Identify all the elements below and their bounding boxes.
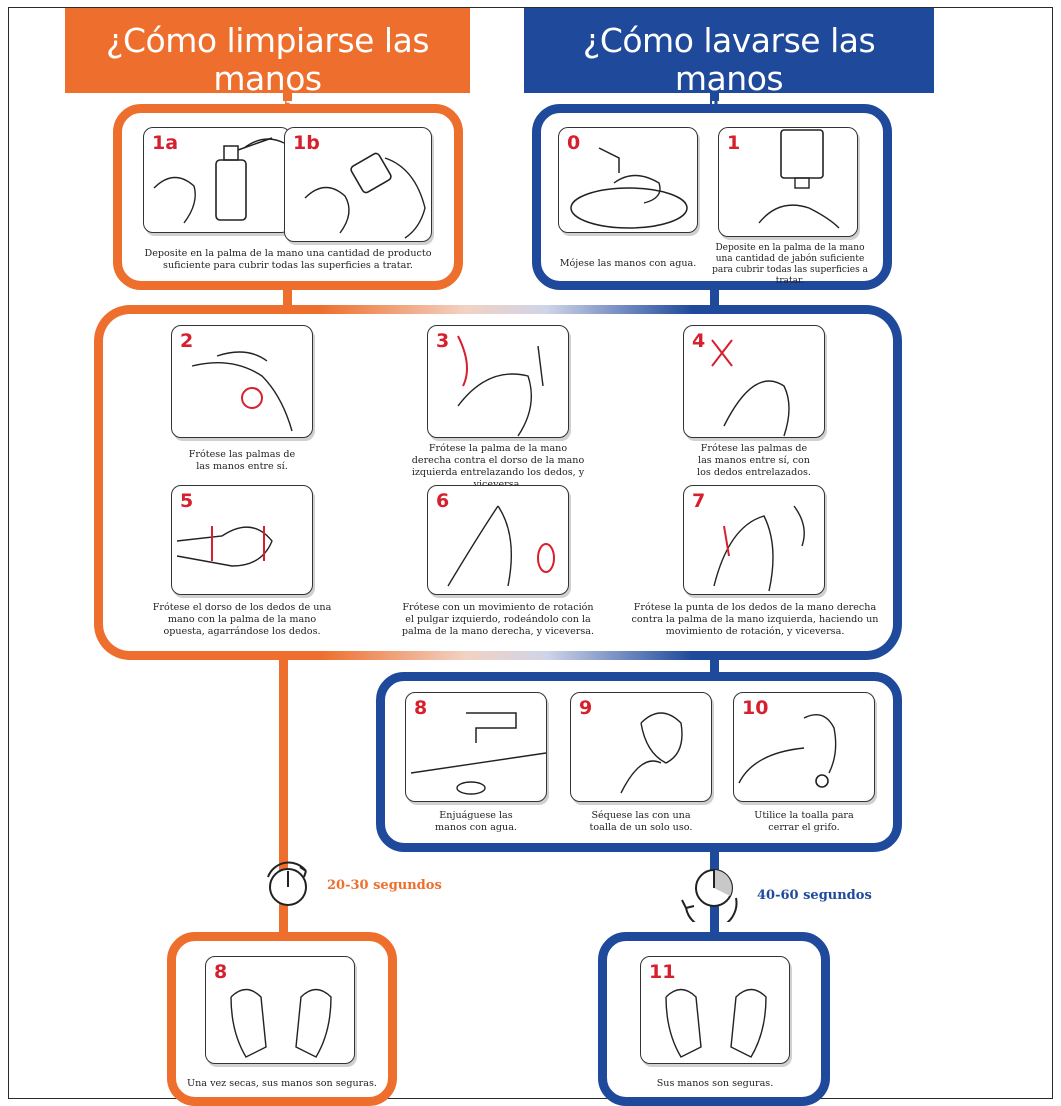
rub-palms-icon: [191, 351, 293, 432]
step-4-number: 4: [692, 330, 706, 352]
rinse-hands-icon: [410, 712, 547, 795]
rub-back-of-hand-icon: [457, 335, 544, 437]
step-5-panel: 5: [171, 485, 313, 595]
wet-hands-sink-icon: [570, 147, 688, 229]
step-1-caption: Deposite en la palma de la mano una cant…: [712, 243, 868, 286]
step-8-final-caption: Una vez secas, sus manos son seguras.: [187, 1078, 377, 1089]
step-11-panel: 11: [640, 956, 790, 1064]
alcohol-duration: 20-30 segundos: [327, 878, 442, 893]
left-connector-long: [279, 655, 288, 935]
step-8-rinse-caption: Enjuáguese las manos con agua.: [435, 810, 517, 833]
clock-icon: [267, 861, 307, 906]
soap-dispenser-icon: [758, 129, 840, 229]
step-9-number: 9: [579, 697, 593, 719]
interlaced-fingers-icon: [711, 339, 790, 437]
step-1-number: 1: [727, 132, 741, 154]
fingertips-rotation-icon: [713, 505, 805, 592]
towel-dry-icon: [620, 712, 683, 794]
soap-header-title: ¿Cómo lavarse las manos: [582, 21, 876, 98]
step-3-number: 3: [436, 330, 450, 352]
step-3-caption: Frótese la palma de la mano derecha cont…: [411, 443, 585, 490]
step-1ab-caption: Deposite en la palma de la mano una cant…: [144, 248, 432, 271]
step-6-panel: 6: [427, 485, 569, 595]
clock-icon: [681, 869, 738, 922]
close-tap-icon: [738, 714, 837, 788]
step-8-final-number: 8: [214, 961, 228, 983]
step-7-panel: 7: [683, 485, 825, 595]
soap-duration: 40-60 segundos: [757, 888, 872, 903]
step-10-number: 10: [742, 697, 769, 719]
step-4-caption: Frótese las palmas de las manos entre sí…: [697, 443, 811, 478]
step-0-caption: Mójese las manos con agua.: [559, 258, 697, 269]
pouring-bottle-hand-icon: [304, 152, 426, 239]
step-1-panel: 1: [718, 127, 858, 237]
soap-header: ¿Cómo lavarse las manos CON AGUA Y JABÓN…: [524, 8, 934, 113]
step-2-panel: 2: [171, 325, 313, 438]
left-connector-mid: [283, 283, 292, 313]
right-connector-mid: [710, 283, 719, 313]
step-1a-number: 1a: [152, 132, 179, 154]
poster-frame: [8, 7, 1053, 1099]
step-11-caption: Sus manos son seguras.: [656, 1078, 774, 1089]
step-4-panel: 4: [683, 325, 825, 438]
alcohol-header-title: ¿Cómo limpiarse las manos: [105, 21, 430, 98]
step-0-number: 0: [567, 132, 581, 154]
interlocked-fingers-icon: [176, 526, 273, 567]
step-2-caption: Frótese las palmas de las manos entre sí…: [188, 449, 296, 472]
step-6-number: 6: [436, 490, 450, 512]
right-connector-step8: [710, 655, 719, 675]
step-10-panel: 10: [733, 692, 875, 802]
step-9-caption: Séquese las con una toalla de un solo us…: [589, 810, 693, 833]
step-1b-panel: 1b: [284, 127, 432, 242]
step-5-number: 5: [180, 490, 194, 512]
step-1a-panel: 1a: [143, 127, 291, 233]
left-connector-top: [283, 92, 292, 112]
right-connector-top: [710, 92, 719, 106]
step-7-number: 7: [692, 490, 706, 512]
step-8-rinse-number: 8: [414, 697, 428, 719]
clean-hands-icon: [230, 988, 332, 1058]
clean-hands-icon: [665, 988, 767, 1058]
step-6-caption: Frótese con un movimiento de rotación el…: [401, 602, 595, 637]
rotate-thumb-icon: [447, 505, 555, 587]
step-10-caption: Utilice la toalla para cerrar el grifo.: [754, 810, 854, 833]
step-8-rinse-panel: 8: [405, 692, 547, 802]
step-11-number: 11: [649, 961, 676, 983]
step-9-panel: 9: [570, 692, 712, 802]
step-5-caption: Frótese el dorso de los dedos de una man…: [152, 602, 332, 637]
pump-bottle-hand-icon: [153, 137, 285, 224]
step-2-number: 2: [180, 330, 194, 352]
alcohol-header: ¿Cómo limpiarse las manos CON UN DESINFE…: [65, 8, 470, 113]
step-8-final-panel: 8: [205, 956, 355, 1064]
step-1b-number: 1b: [293, 132, 320, 154]
step-0-panel: 0: [558, 127, 698, 233]
step-3-panel: 3: [427, 325, 569, 438]
step-7-caption: Frótese la punta de los dedos de la mano…: [631, 602, 879, 637]
